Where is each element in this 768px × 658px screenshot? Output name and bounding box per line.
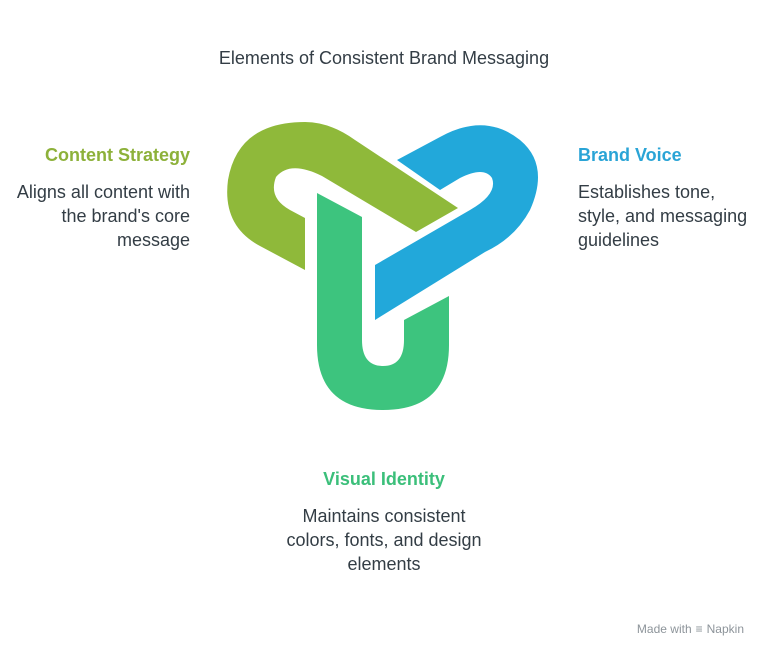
content-strategy-heading: Content Strategy — [44, 145, 190, 165]
brand-voice-description: Establishes tone, style, and messaging g… — [578, 182, 748, 250]
made-with-label: Made with — [636, 622, 692, 636]
visual-identity-heading: Visual Identity — [323, 469, 445, 489]
visual-identity-loop — [317, 193, 449, 410]
napkin-attribution[interactable]: Made with ≡ Napkin — [637, 622, 744, 636]
content-strategy-description: Aligns all content with the brand's core… — [16, 182, 190, 250]
napkin-brand-label: Napkin — [706, 622, 744, 636]
content-strategy-loop — [227, 122, 458, 270]
napkin-logo-icon: ≡ — [695, 622, 703, 636]
visual-identity-description: Maintains consistent colors, fonts, and … — [286, 506, 482, 574]
brand-voice-heading: Brand Voice — [578, 145, 682, 165]
brand-voice-loop — [375, 125, 538, 320]
diagram-title: Elements of Consistent Brand Messaging — [218, 48, 550, 68]
